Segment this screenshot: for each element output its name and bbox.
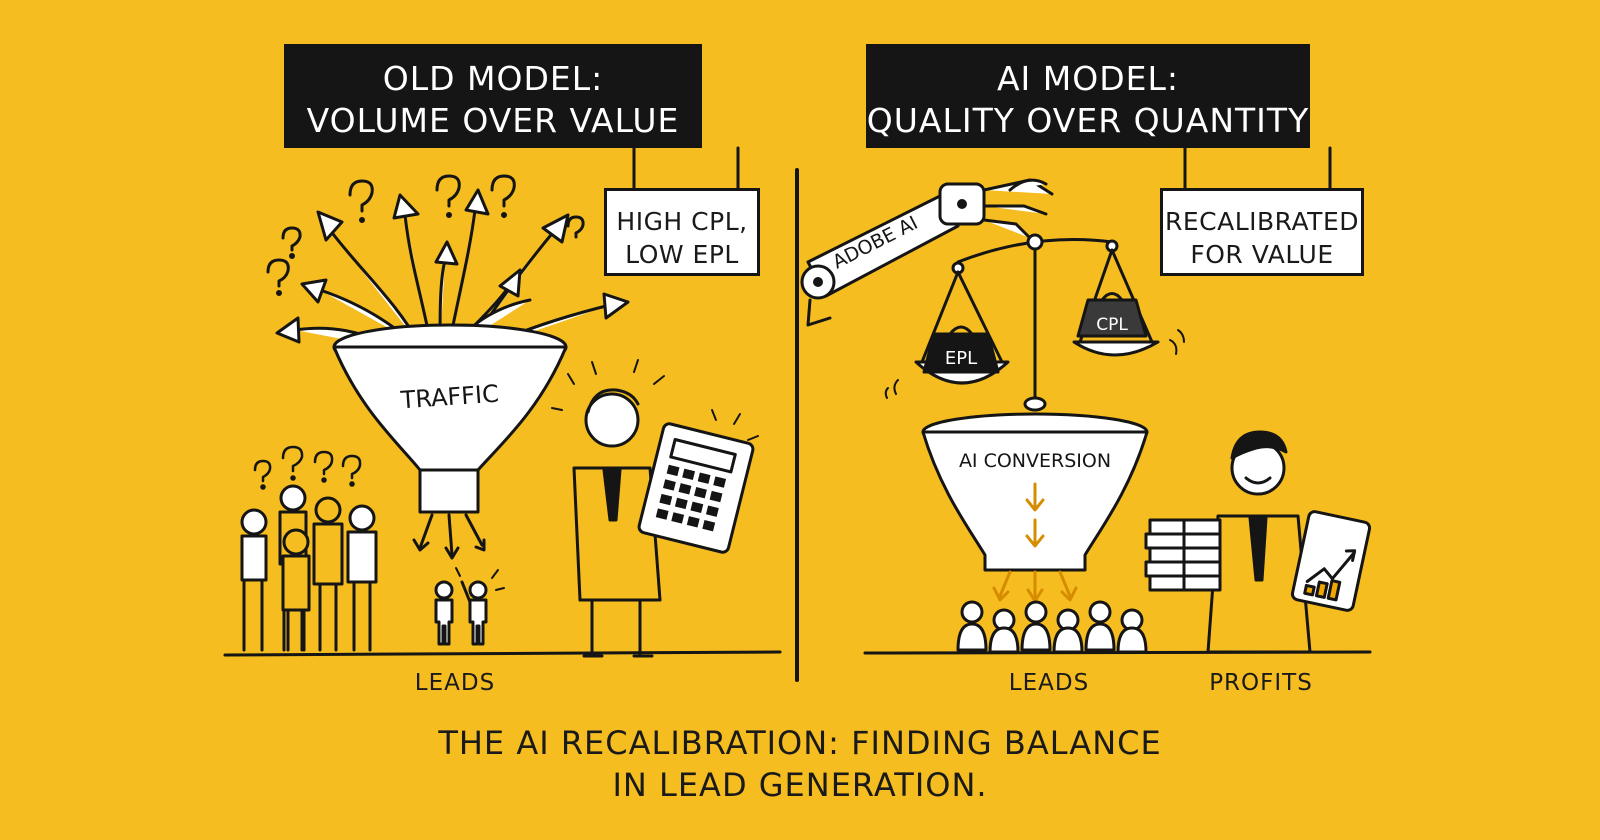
profits-label: PROFITS bbox=[1209, 670, 1313, 696]
funnel-inner-arrows bbox=[1025, 482, 1045, 548]
footer-caption: THE AI RECALIBRATION: FINDING BALANCE IN… bbox=[0, 722, 1600, 806]
calculator-sparks bbox=[711, 409, 759, 441]
footer-caption-line1: THE AI RECALIBRATION: FINDING BALANCE bbox=[438, 724, 1162, 762]
funnel-output-arrows bbox=[992, 570, 1078, 603]
footer-caption-line2: IN LEAD GENERATION. bbox=[612, 766, 988, 804]
left-ground-line bbox=[223, 650, 782, 657]
stress-lines bbox=[551, 359, 665, 411]
scale-weights bbox=[922, 292, 1148, 374]
right-leads-label: LEADS bbox=[1008, 670, 1090, 696]
recalibrated-note: RECALIBRATED FOR VALUE bbox=[1160, 188, 1364, 276]
note-line1: HIGH CPL, bbox=[616, 207, 748, 236]
note-line1: RECALIBRATED bbox=[1164, 207, 1359, 236]
old-model-banner: OLD MODEL: VOLUME OVER VALUE bbox=[284, 44, 702, 148]
funnel-outlet-arrows bbox=[412, 513, 486, 560]
leads-sparks bbox=[455, 567, 505, 591]
scale-weight-epl: EPL bbox=[945, 348, 977, 369]
calculator-keys bbox=[655, 464, 727, 532]
traffic-funnel bbox=[332, 323, 568, 514]
ai-model-banner-line2: QUALITY OVER QUANTITY bbox=[866, 101, 1310, 140]
crowd-question-marks bbox=[253, 445, 362, 490]
happy-businessman bbox=[1206, 430, 1312, 654]
ai-model-banner-line1: AI MODEL: bbox=[996, 59, 1179, 98]
two-leads-figures bbox=[434, 580, 488, 646]
quality-leads-group bbox=[956, 600, 1148, 654]
robot-arm bbox=[800, 178, 1054, 327]
money-stack bbox=[1144, 518, 1222, 592]
ai-conversion-funnel-label: AI CONVERSION bbox=[959, 450, 1111, 472]
note-line2: FOR VALUE bbox=[1190, 240, 1334, 269]
confused-crowd bbox=[240, 484, 378, 652]
old-model-banner-line1: OLD MODEL: bbox=[382, 59, 604, 98]
tablet-chart-lines bbox=[1303, 549, 1357, 602]
scale-weight-cpl: CPL bbox=[1096, 315, 1128, 335]
traffic-funnel-label: TRAFFIC bbox=[399, 380, 500, 415]
note-line2: LOW EPL bbox=[625, 240, 739, 269]
left-leads-label: LEADS bbox=[414, 670, 496, 696]
old-model-banner-line2: VOLUME OVER VALUE bbox=[306, 101, 680, 140]
ai-model-banner: AI MODEL: QUALITY OVER QUANTITY bbox=[866, 44, 1310, 148]
stressed-businessman bbox=[572, 388, 662, 658]
robot-arm-joints bbox=[813, 199, 967, 287]
balance-scale bbox=[914, 233, 1160, 412]
scale-motion-lines bbox=[884, 329, 1185, 399]
question-marks-top bbox=[266, 174, 585, 296]
high-cpl-low-epl-note: HIGH CPL, LOW EPL bbox=[604, 188, 760, 276]
